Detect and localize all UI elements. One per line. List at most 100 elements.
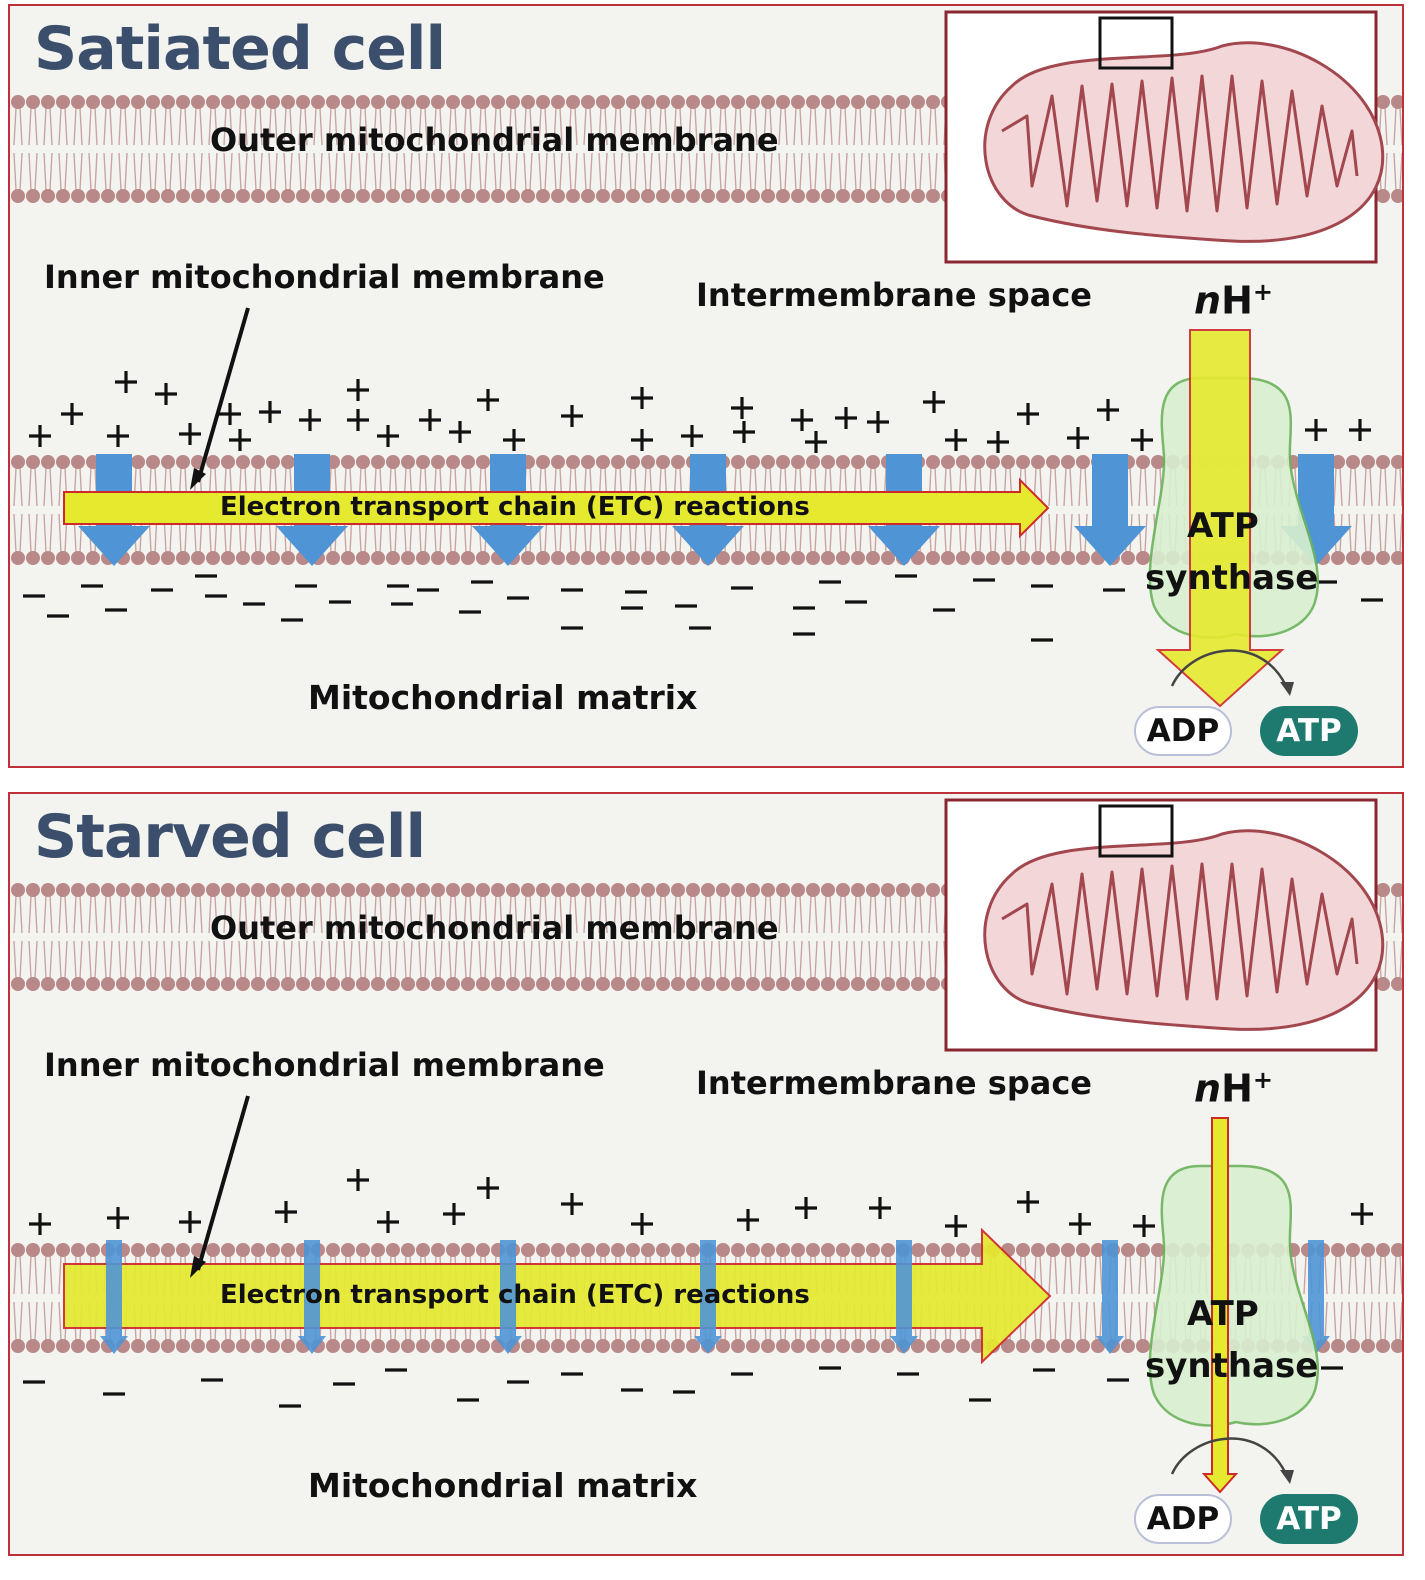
matrix-label: Mitochondrial matrix bbox=[308, 678, 698, 717]
plus-charge-icon bbox=[1017, 1191, 1039, 1213]
plus-charge-icon bbox=[835, 407, 857, 429]
plus-charge-icon bbox=[1097, 399, 1119, 421]
proton-pump-arrow-icon bbox=[890, 1240, 918, 1354]
plus-charge-icon bbox=[29, 1213, 51, 1235]
plus-charge-icon bbox=[867, 411, 889, 433]
proton-pump-arrow-icon bbox=[694, 1240, 722, 1354]
plus-charge-icon bbox=[1305, 419, 1327, 441]
synthesis-curve bbox=[1170, 649, 1288, 687]
proton-h: H bbox=[1221, 1066, 1253, 1111]
plus-charge-icon bbox=[1069, 1213, 1091, 1235]
plus-charge-icon bbox=[219, 403, 241, 425]
plus-charge-icon bbox=[229, 429, 251, 451]
mitochondrion-icon bbox=[983, 829, 1385, 1031]
inset-highlight-box bbox=[1098, 804, 1174, 858]
pointer-arrowhead bbox=[190, 468, 206, 490]
plus-charge-icon bbox=[1131, 429, 1153, 451]
proton-flow-arrow bbox=[1155, 329, 1285, 708]
plus-charge-icon bbox=[107, 1207, 129, 1229]
panel-title: Starved cell bbox=[34, 802, 426, 872]
proton-pump-arrow-icon bbox=[298, 1240, 326, 1354]
adp-badge: ADP bbox=[1134, 706, 1232, 756]
minus-charges bbox=[23, 1366, 1343, 1408]
plus-charge-icon bbox=[275, 1201, 297, 1223]
atp-synthase-body bbox=[1148, 1164, 1320, 1427]
inner-membrane-pointer bbox=[196, 1095, 250, 1271]
plus-charge-icon bbox=[449, 421, 471, 443]
proton-flow-arrow bbox=[1201, 1117, 1239, 1494]
plus-charge-icon bbox=[347, 1169, 369, 1191]
plus-charge-icon bbox=[347, 379, 369, 401]
plus-charge-icon bbox=[1017, 403, 1039, 425]
plus-charge-icon bbox=[155, 383, 177, 405]
proton-pump-arrow-icon bbox=[1096, 1240, 1124, 1354]
outer-membrane-label: Outer mitochondrial membrane bbox=[210, 909, 779, 947]
minus-charges bbox=[23, 574, 1383, 642]
synthesis-arrowhead bbox=[1280, 1470, 1294, 1484]
plus-charges bbox=[29, 1169, 1373, 1237]
plus-charge-icon bbox=[1133, 1215, 1155, 1237]
proton-pump-arrow-icon bbox=[100, 1240, 128, 1354]
plus-charge-icon bbox=[347, 409, 369, 431]
proton-pump-arrow-icon bbox=[1074, 454, 1146, 566]
plus-charge-icon bbox=[1067, 427, 1089, 449]
adp-badge: ADP bbox=[1134, 1494, 1232, 1544]
plus-charge-icon bbox=[631, 387, 653, 409]
plus-charge-icon bbox=[477, 1177, 499, 1199]
plus-charge-icon bbox=[179, 1211, 201, 1233]
proton-h: H bbox=[1221, 278, 1253, 323]
atp-synthase-label-line1: ATP bbox=[1187, 506, 1259, 546]
plus-charge-icon bbox=[945, 1215, 967, 1237]
atp-badge: ATP bbox=[1260, 706, 1358, 756]
plus-charge-icon bbox=[107, 425, 129, 447]
plus-charge-icon bbox=[681, 425, 703, 447]
etc-arrow bbox=[63, 477, 1050, 539]
inner-membrane-pointer bbox=[196, 307, 250, 483]
plus-charge-icon bbox=[179, 423, 201, 445]
plus-charge-icon bbox=[869, 1197, 891, 1219]
plus-charge-icon bbox=[443, 1203, 465, 1225]
etc-label: Electron transport chain (ETC) reactions bbox=[220, 492, 810, 522]
inner-membrane-label: Inner mitochondrial membrane bbox=[44, 258, 605, 296]
outer-membrane-label: Outer mitochondrial membrane bbox=[210, 121, 779, 159]
satiated-cell-panel: Satiated cell Outer mitochondrial membra… bbox=[8, 4, 1404, 768]
atp-synthase-label-line1: ATP bbox=[1187, 1294, 1259, 1334]
proton-charge: + bbox=[1252, 278, 1273, 306]
starved-cell-panel: Starved cell Outer mitochondrial membran… bbox=[8, 792, 1404, 1556]
plus-charge-icon bbox=[731, 397, 753, 419]
plus-charge-icon bbox=[987, 431, 1009, 453]
pointer-arrowhead bbox=[190, 1256, 206, 1278]
plus-charge-icon bbox=[503, 429, 525, 451]
mitochondrion-icon bbox=[983, 41, 1385, 243]
intermembrane-space-label: Intermembrane space bbox=[696, 1064, 1092, 1102]
plus-charge-icon bbox=[477, 389, 499, 411]
plus-charge-icon bbox=[791, 409, 813, 431]
inner-membrane-label: Inner mitochondrial membrane bbox=[44, 1046, 605, 1084]
plus-charge-icon bbox=[631, 1213, 653, 1235]
plus-charge-icon bbox=[115, 371, 137, 393]
proton-charge: + bbox=[1252, 1066, 1273, 1094]
plus-charges bbox=[29, 371, 1371, 453]
proton-pump-arrow-icon bbox=[494, 1240, 522, 1354]
proton-count-label: nH+ bbox=[1194, 278, 1273, 323]
atp-badge: ATP bbox=[1260, 1494, 1358, 1544]
plus-charge-icon bbox=[259, 401, 281, 423]
inset-highlight-box bbox=[1098, 16, 1174, 70]
etc-label: Electron transport chain (ETC) reactions bbox=[220, 1280, 810, 1310]
plus-charge-icon bbox=[737, 1209, 759, 1231]
plus-charge-icon bbox=[795, 1197, 817, 1219]
synthesis-arrowhead bbox=[1280, 682, 1294, 696]
matrix-label: Mitochondrial matrix bbox=[308, 1466, 698, 1505]
synthesis-curve bbox=[1170, 1437, 1288, 1475]
atp-synthase-label-line2: synthase bbox=[1145, 558, 1319, 598]
atp-synthase-label-line2: synthase bbox=[1145, 1346, 1319, 1386]
etc-arrow bbox=[63, 1227, 1052, 1365]
plus-charge-icon bbox=[1349, 419, 1371, 441]
plus-charge-icon bbox=[377, 425, 399, 447]
plus-charge-icon bbox=[631, 429, 653, 451]
panel-artwork bbox=[11, 798, 1402, 1494]
plus-charge-icon bbox=[733, 421, 755, 443]
plus-charge-icon bbox=[419, 409, 441, 431]
proton-n: n bbox=[1194, 1066, 1222, 1111]
panel-artwork bbox=[11, 10, 1402, 708]
